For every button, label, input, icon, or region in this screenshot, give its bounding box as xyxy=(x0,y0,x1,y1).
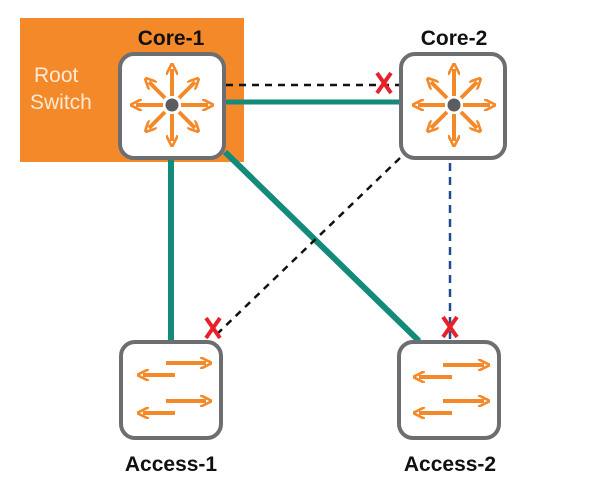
links xyxy=(168,83,452,344)
blocked-port-marker-core2 xyxy=(375,71,393,95)
multilayer-switch-icon xyxy=(136,69,208,141)
root-switch-label-line2: Switch xyxy=(30,91,92,114)
blocked-port-marker-access1 xyxy=(204,316,222,340)
device-label-access-1: Access-1 xyxy=(125,453,218,476)
link-core2-access1-blocked[interactable] xyxy=(216,157,401,335)
device-core-1[interactable]: Core-1 xyxy=(118,27,226,160)
device-label-access-2: Access-2 xyxy=(404,453,496,476)
root-switch-label-line1: Root xyxy=(34,64,79,87)
link-core1-access2-forwarding[interactable] xyxy=(222,149,422,344)
switch-icon xyxy=(143,363,206,413)
device-label-core-1: Core-1 xyxy=(138,27,205,50)
switch-icon xyxy=(419,365,484,413)
device-core-2[interactable]: Core-2 xyxy=(399,27,507,160)
device-access-2[interactable]: Access-2 xyxy=(397,340,501,476)
device-label-core-2: Core-2 xyxy=(421,27,488,50)
blocked-port-marker-access2 xyxy=(441,315,459,339)
multilayer-switch-icon xyxy=(418,69,490,141)
device-access-1[interactable]: Access-1 xyxy=(119,340,223,476)
